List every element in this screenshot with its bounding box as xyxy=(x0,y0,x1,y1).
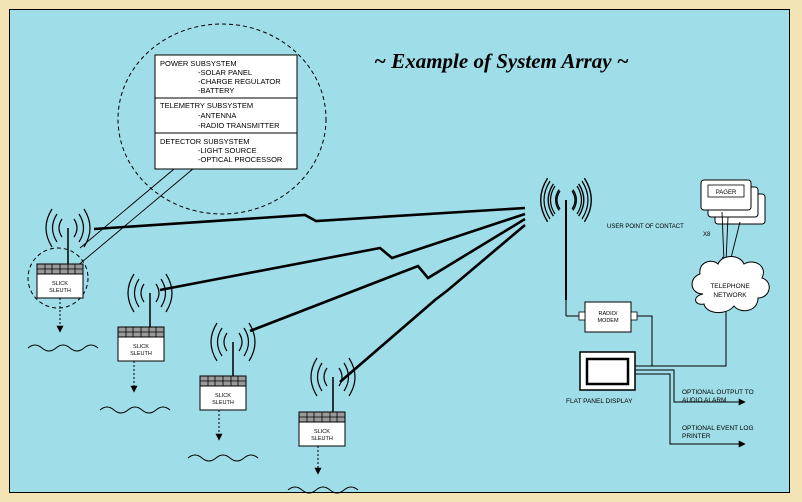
sensor-2-label-line1: SLICK xyxy=(133,344,149,350)
telephone-label-line2: NETWORK xyxy=(713,292,747,299)
detector-item-optical-processor: -OPTICAL PROCESSOR xyxy=(198,155,283,164)
user-contact-label-line2: X8 xyxy=(703,232,711,238)
sensor-4-label-line1: SLICK xyxy=(314,429,330,435)
sensor-2: SLICK SLEUTH xyxy=(99,273,173,414)
telemetry-subsystem-heading: TELEMETRY SUBSYSTEM xyxy=(160,101,253,110)
radio-link-2 xyxy=(159,212,526,292)
output-audio-alarm-line2: AUDIO ALARM xyxy=(682,397,726,404)
sensor-2-label-line2: SLEUTH xyxy=(130,351,152,357)
sensor-1-label-line1: SLICK xyxy=(52,281,68,287)
radio-label-line1: RADIO/ xyxy=(599,311,618,317)
output-event-log-line1: OPTIONAL EVENT LOG xyxy=(682,425,754,432)
pager-stack: PAGER xyxy=(700,179,766,264)
radio-link-1 xyxy=(93,206,526,231)
user-contact-label-line1: USER POINT OF CONTACT xyxy=(607,224,684,230)
sensor-4-label-line2: SLEUTH xyxy=(311,436,333,442)
telephone-network-cloud: TELEPHONE NETWORK xyxy=(635,256,770,367)
base-station-antenna xyxy=(540,177,592,308)
radio-modem: RADIO/ MODEM xyxy=(565,301,653,367)
radio-link-3 xyxy=(249,217,526,333)
radio-links xyxy=(93,206,526,383)
detector-subsystem-heading: DETECTOR SUBSYSTEM xyxy=(160,137,249,146)
subsystem-callout: POWER SUBSYSTEM -SOLAR PANEL -CHARGE REG… xyxy=(69,23,327,273)
output-audio-alarm-line1: OPTIONAL OUTPUT TO xyxy=(682,389,754,396)
optional-outputs: OPTIONAL OUTPUT TO AUDIO ALARM OPTIONAL … xyxy=(635,369,754,448)
telemetry-item-antenna: -ANTENNA xyxy=(198,111,236,120)
sensor-1-label-line2: SLEUTH xyxy=(49,288,71,294)
pager-label: PAGER xyxy=(716,190,737,196)
sensor-1: SLICK SLEUTH xyxy=(27,208,99,352)
display-label: FLAT PANEL DISPLAY xyxy=(566,398,633,405)
power-subsystem-heading: POWER SUBSYSTEM xyxy=(160,59,237,68)
sensor-3-label-line1: SLICK xyxy=(215,393,231,399)
telephone-label-line1: TELEPHONE xyxy=(710,283,750,290)
power-item-charge-regulator: -CHARGE REGULATOR xyxy=(198,77,281,86)
power-item-solar-panel: -SOLAR PANEL xyxy=(198,68,252,77)
radio-link-4 xyxy=(339,224,526,383)
telemetry-item-radio-transmitter: -RADIO TRANSMITTER xyxy=(198,121,280,130)
detector-item-light-source: -LIGHT SOURCE xyxy=(198,146,257,155)
flat-panel-display: FLAT PANEL DISPLAY xyxy=(566,351,636,405)
power-item-battery: -BATTERY xyxy=(198,86,234,95)
sensor-3: SLICK SLEUTH xyxy=(187,322,259,462)
diagram-title: ~ Example of System Array ~ xyxy=(374,49,629,73)
sensor-4: SLICK SLEUTH xyxy=(287,357,359,494)
radio-label-line2: MODEM xyxy=(597,318,619,324)
sensor-3-label-line2: SLEUTH xyxy=(212,400,234,406)
output-event-log-line2: PRINTER xyxy=(682,433,711,440)
